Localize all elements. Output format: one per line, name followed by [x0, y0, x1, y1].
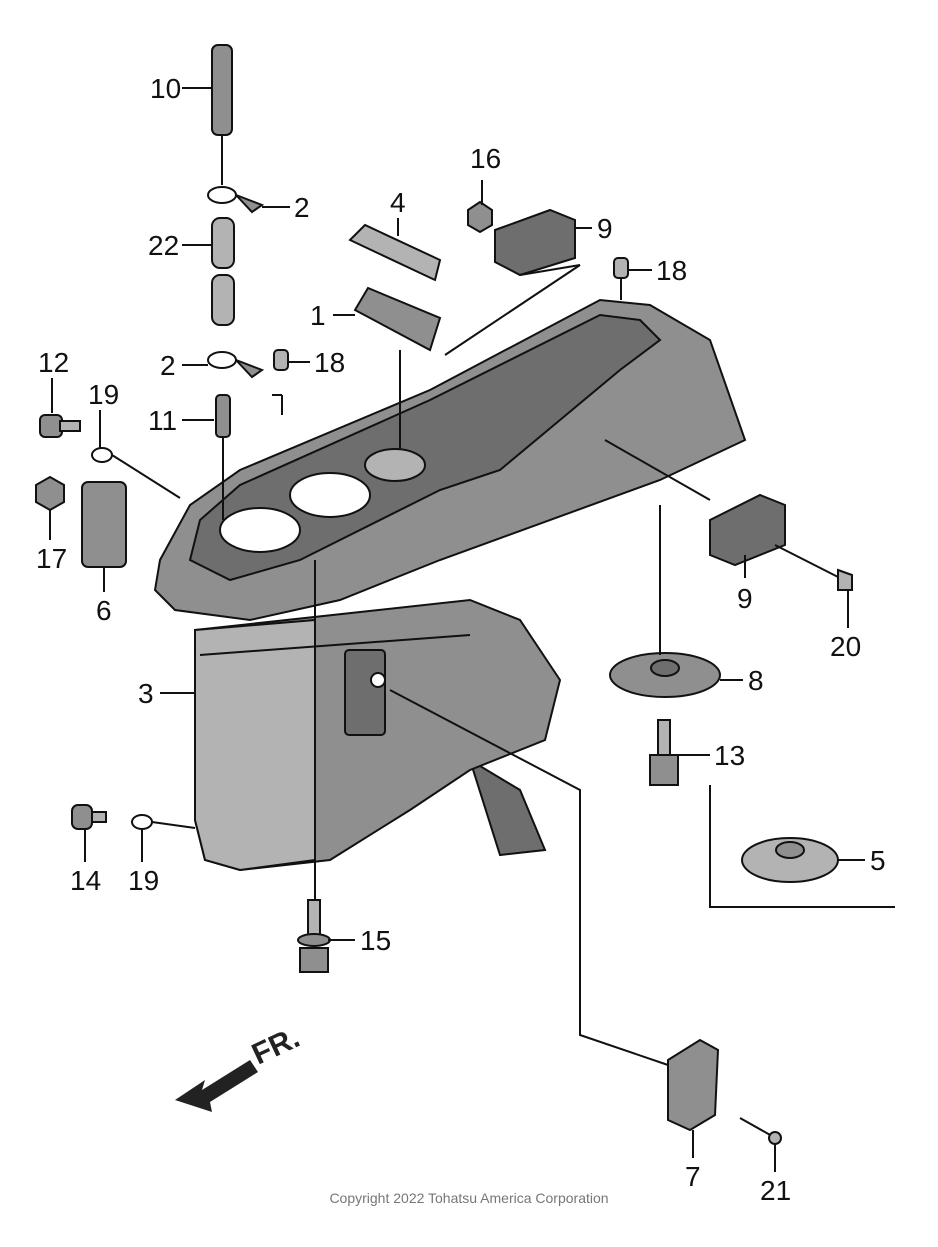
- rubber-mount-side: [709, 493, 786, 567]
- label-13: 13: [714, 740, 745, 771]
- bearing-hole-right: [364, 448, 426, 482]
- bolt-14: [71, 804, 107, 830]
- bolt-15: [297, 899, 331, 973]
- hose-clamp-top: [207, 186, 265, 214]
- skeg: [468, 757, 547, 857]
- anode-recess: [344, 649, 386, 736]
- label-18-right: 18: [656, 255, 687, 286]
- label-1: 1: [310, 300, 326, 331]
- dowel-pin-right: [613, 257, 629, 279]
- direction-label: FR.: [247, 1021, 305, 1071]
- grease-nipple: [215, 394, 231, 520]
- gear-case: [153, 298, 747, 900]
- rubber-mount-top: [494, 208, 576, 277]
- anode-cover-bottom: [667, 1038, 720, 1132]
- angle-bracket: [353, 286, 442, 352]
- label-16: 16: [470, 143, 501, 174]
- trim-tab-anode: [609, 652, 721, 698]
- label-14: 14: [70, 865, 101, 896]
- bolt-20: [774, 544, 853, 591]
- label-5: 5: [870, 845, 886, 876]
- housing-front-face: [194, 618, 316, 872]
- label-3: 3: [138, 678, 154, 709]
- label-2-lower: 2: [160, 350, 176, 381]
- bolt-12: [39, 414, 81, 438]
- label-11: 11: [148, 405, 177, 436]
- label-12: 12: [38, 347, 69, 378]
- bearing-hole-mid: [289, 472, 371, 518]
- copyright-notice: Copyright 2022 Tohatsu America Corporati…: [329, 1190, 609, 1206]
- flange-nut-top: [467, 200, 493, 234]
- label-9-top: 9: [597, 213, 613, 244]
- label-8: 8: [748, 665, 764, 696]
- label-22: 22: [148, 230, 179, 261]
- dowel-pin-left: [273, 349, 289, 371]
- label-10: 10: [150, 73, 181, 104]
- label-9-side: 9: [737, 583, 753, 614]
- label-17: 17: [36, 543, 67, 574]
- washer-upper: [91, 447, 113, 463]
- anode-disc: [741, 837, 839, 883]
- label-15: 15: [360, 925, 391, 956]
- label-6: 6: [96, 595, 112, 626]
- label-7: 7: [685, 1161, 701, 1192]
- label-20: 20: [830, 631, 861, 662]
- washer-lower: [131, 814, 153, 830]
- label-21: 21: [760, 1175, 791, 1206]
- anode-recess-bolt: [370, 672, 386, 688]
- anode-cover-side: [81, 481, 127, 568]
- label-2-top: 2: [294, 192, 310, 223]
- front-direction-arrow: FR.: [175, 1021, 305, 1112]
- hose-clamp-lower: [207, 351, 265, 379]
- water-hose: [211, 217, 235, 326]
- screw-21: [739, 1117, 782, 1145]
- part-labels: 10 2 22 4 1 16 9 18 2 18 11 12 19 17 6 3…: [36, 73, 886, 1206]
- rubber-strip: [348, 223, 442, 282]
- bolt-13: [649, 719, 679, 786]
- nut-17: [35, 475, 65, 512]
- label-19-upper: 19: [88, 379, 119, 410]
- bearing-hole-left: [219, 507, 301, 553]
- label-19-lower: 19: [128, 865, 159, 896]
- hose-nipple: [211, 44, 233, 185]
- label-4: 4: [390, 187, 406, 218]
- leader-lines: [49, 87, 865, 1172]
- label-18-left: 18: [314, 347, 345, 378]
